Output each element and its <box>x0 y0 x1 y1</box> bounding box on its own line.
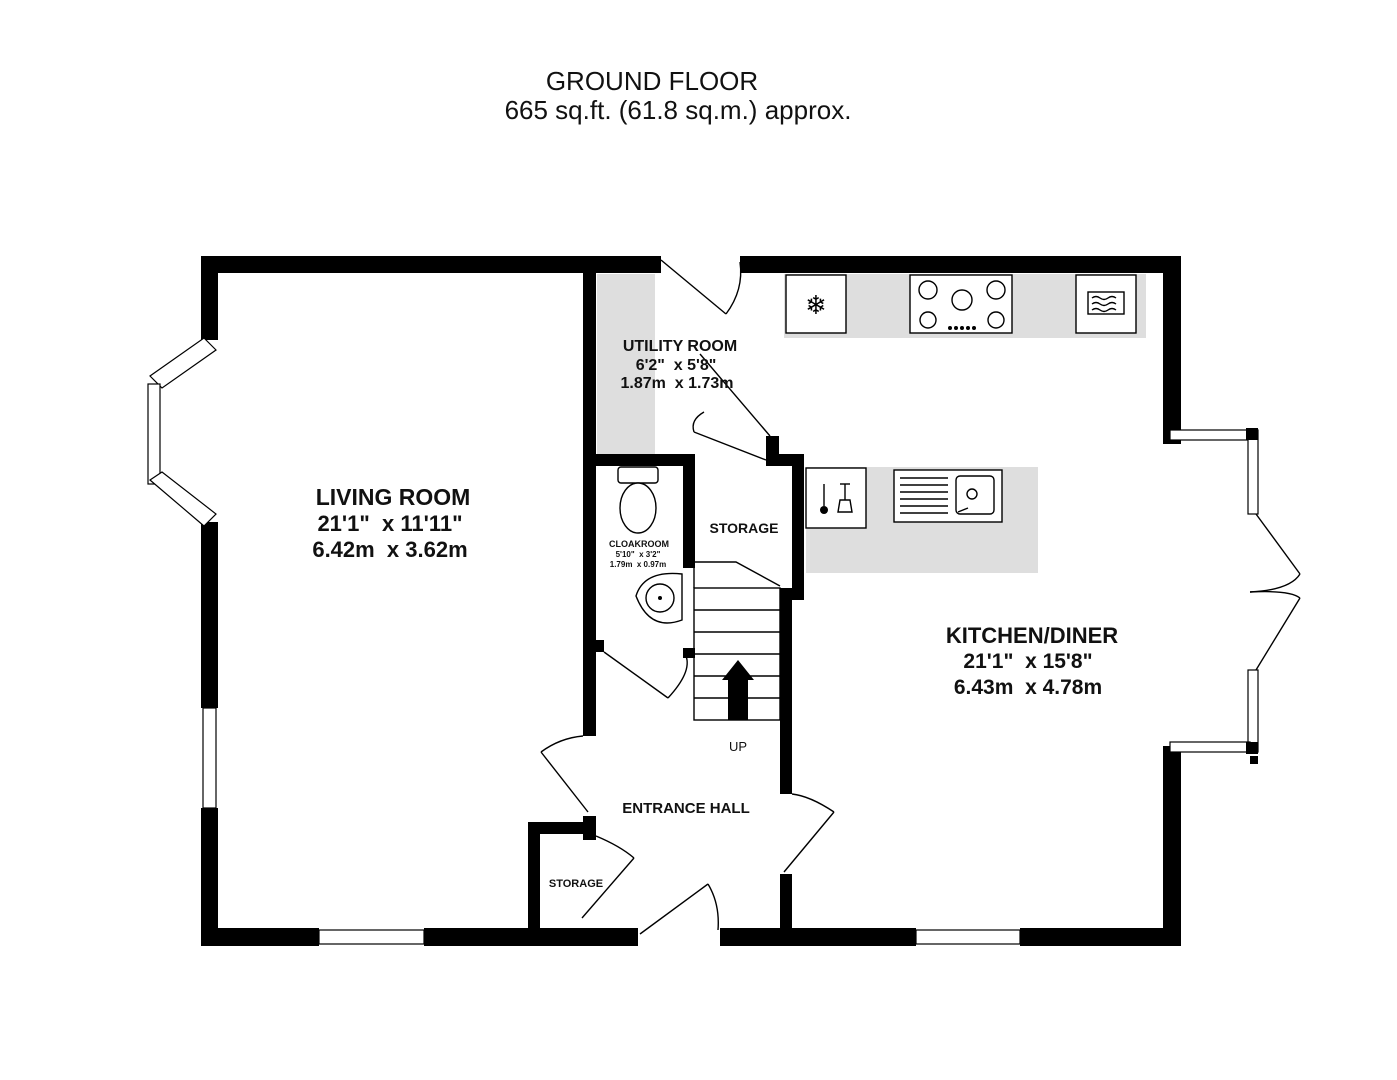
fixtures <box>597 274 1146 573</box>
kitchen-room-imperial: 21'1" x 15'8" <box>963 650 1092 673</box>
cloakroom-imperial: 5'10" x 3'2" <box>616 550 661 559</box>
washer-icon <box>805 467 867 529</box>
living-room-name: LIVING ROOM <box>316 484 471 510</box>
living-room-metric: 6.42m x 3.62m <box>312 537 467 562</box>
entrance-hall-name: ENTRANCE HALL <box>622 800 750 817</box>
utility-room-imperial: 6'2" x 5'8" <box>636 357 717 374</box>
toilet-icon <box>617 466 659 534</box>
kitchen-room-metric: 6.43m x 4.78m <box>954 676 1102 699</box>
appliances: ❄ <box>617 274 1137 624</box>
staircase <box>693 561 781 721</box>
floor-title: GROUND FLOOR <box>546 66 758 96</box>
utility-room-metric: 1.87m x 1.73m <box>621 375 734 392</box>
kitchen-room-name: KITCHEN/DINER <box>946 623 1118 648</box>
living-side-window <box>202 707 217 809</box>
fridge <box>785 274 847 334</box>
cloakroom-metric: 1.79m x 0.97m <box>610 560 666 569</box>
sink-icon <box>893 469 1003 523</box>
cloakroom-name: CLOAKROOM <box>609 539 669 549</box>
snowflake-icon: ❄ <box>805 291 827 321</box>
storage-upper-name: STORAGE <box>710 520 779 536</box>
kitchen-front-window <box>915 929 1021 945</box>
bay-window-lower <box>149 471 217 527</box>
walls <box>201 256 1181 946</box>
oven-icon <box>1075 274 1137 334</box>
stairs-arrow-icon <box>722 660 754 720</box>
bay-window-side <box>147 383 161 485</box>
floor-area: 665 sq.ft. (61.8 sq.m.) approx. <box>505 95 852 125</box>
living-room-imperial: 21'1" x 11'11" <box>317 511 462 536</box>
stairs-up-label: UP <box>729 739 747 754</box>
room-labels: LIVING ROOM 21'1" x 11'11" 6.42m x 3.62m… <box>312 338 1118 890</box>
utility-worktop <box>597 274 655 454</box>
storage-lower-name: STORAGE <box>549 878 603 890</box>
windows <box>147 337 1259 945</box>
living-front-window <box>318 929 425 945</box>
basin-icon <box>635 572 683 624</box>
bay-window-upper <box>149 337 217 389</box>
door-swings <box>540 259 1301 935</box>
hob-icon <box>909 274 1013 334</box>
utility-room-name: UTILITY ROOM <box>623 338 737 355</box>
